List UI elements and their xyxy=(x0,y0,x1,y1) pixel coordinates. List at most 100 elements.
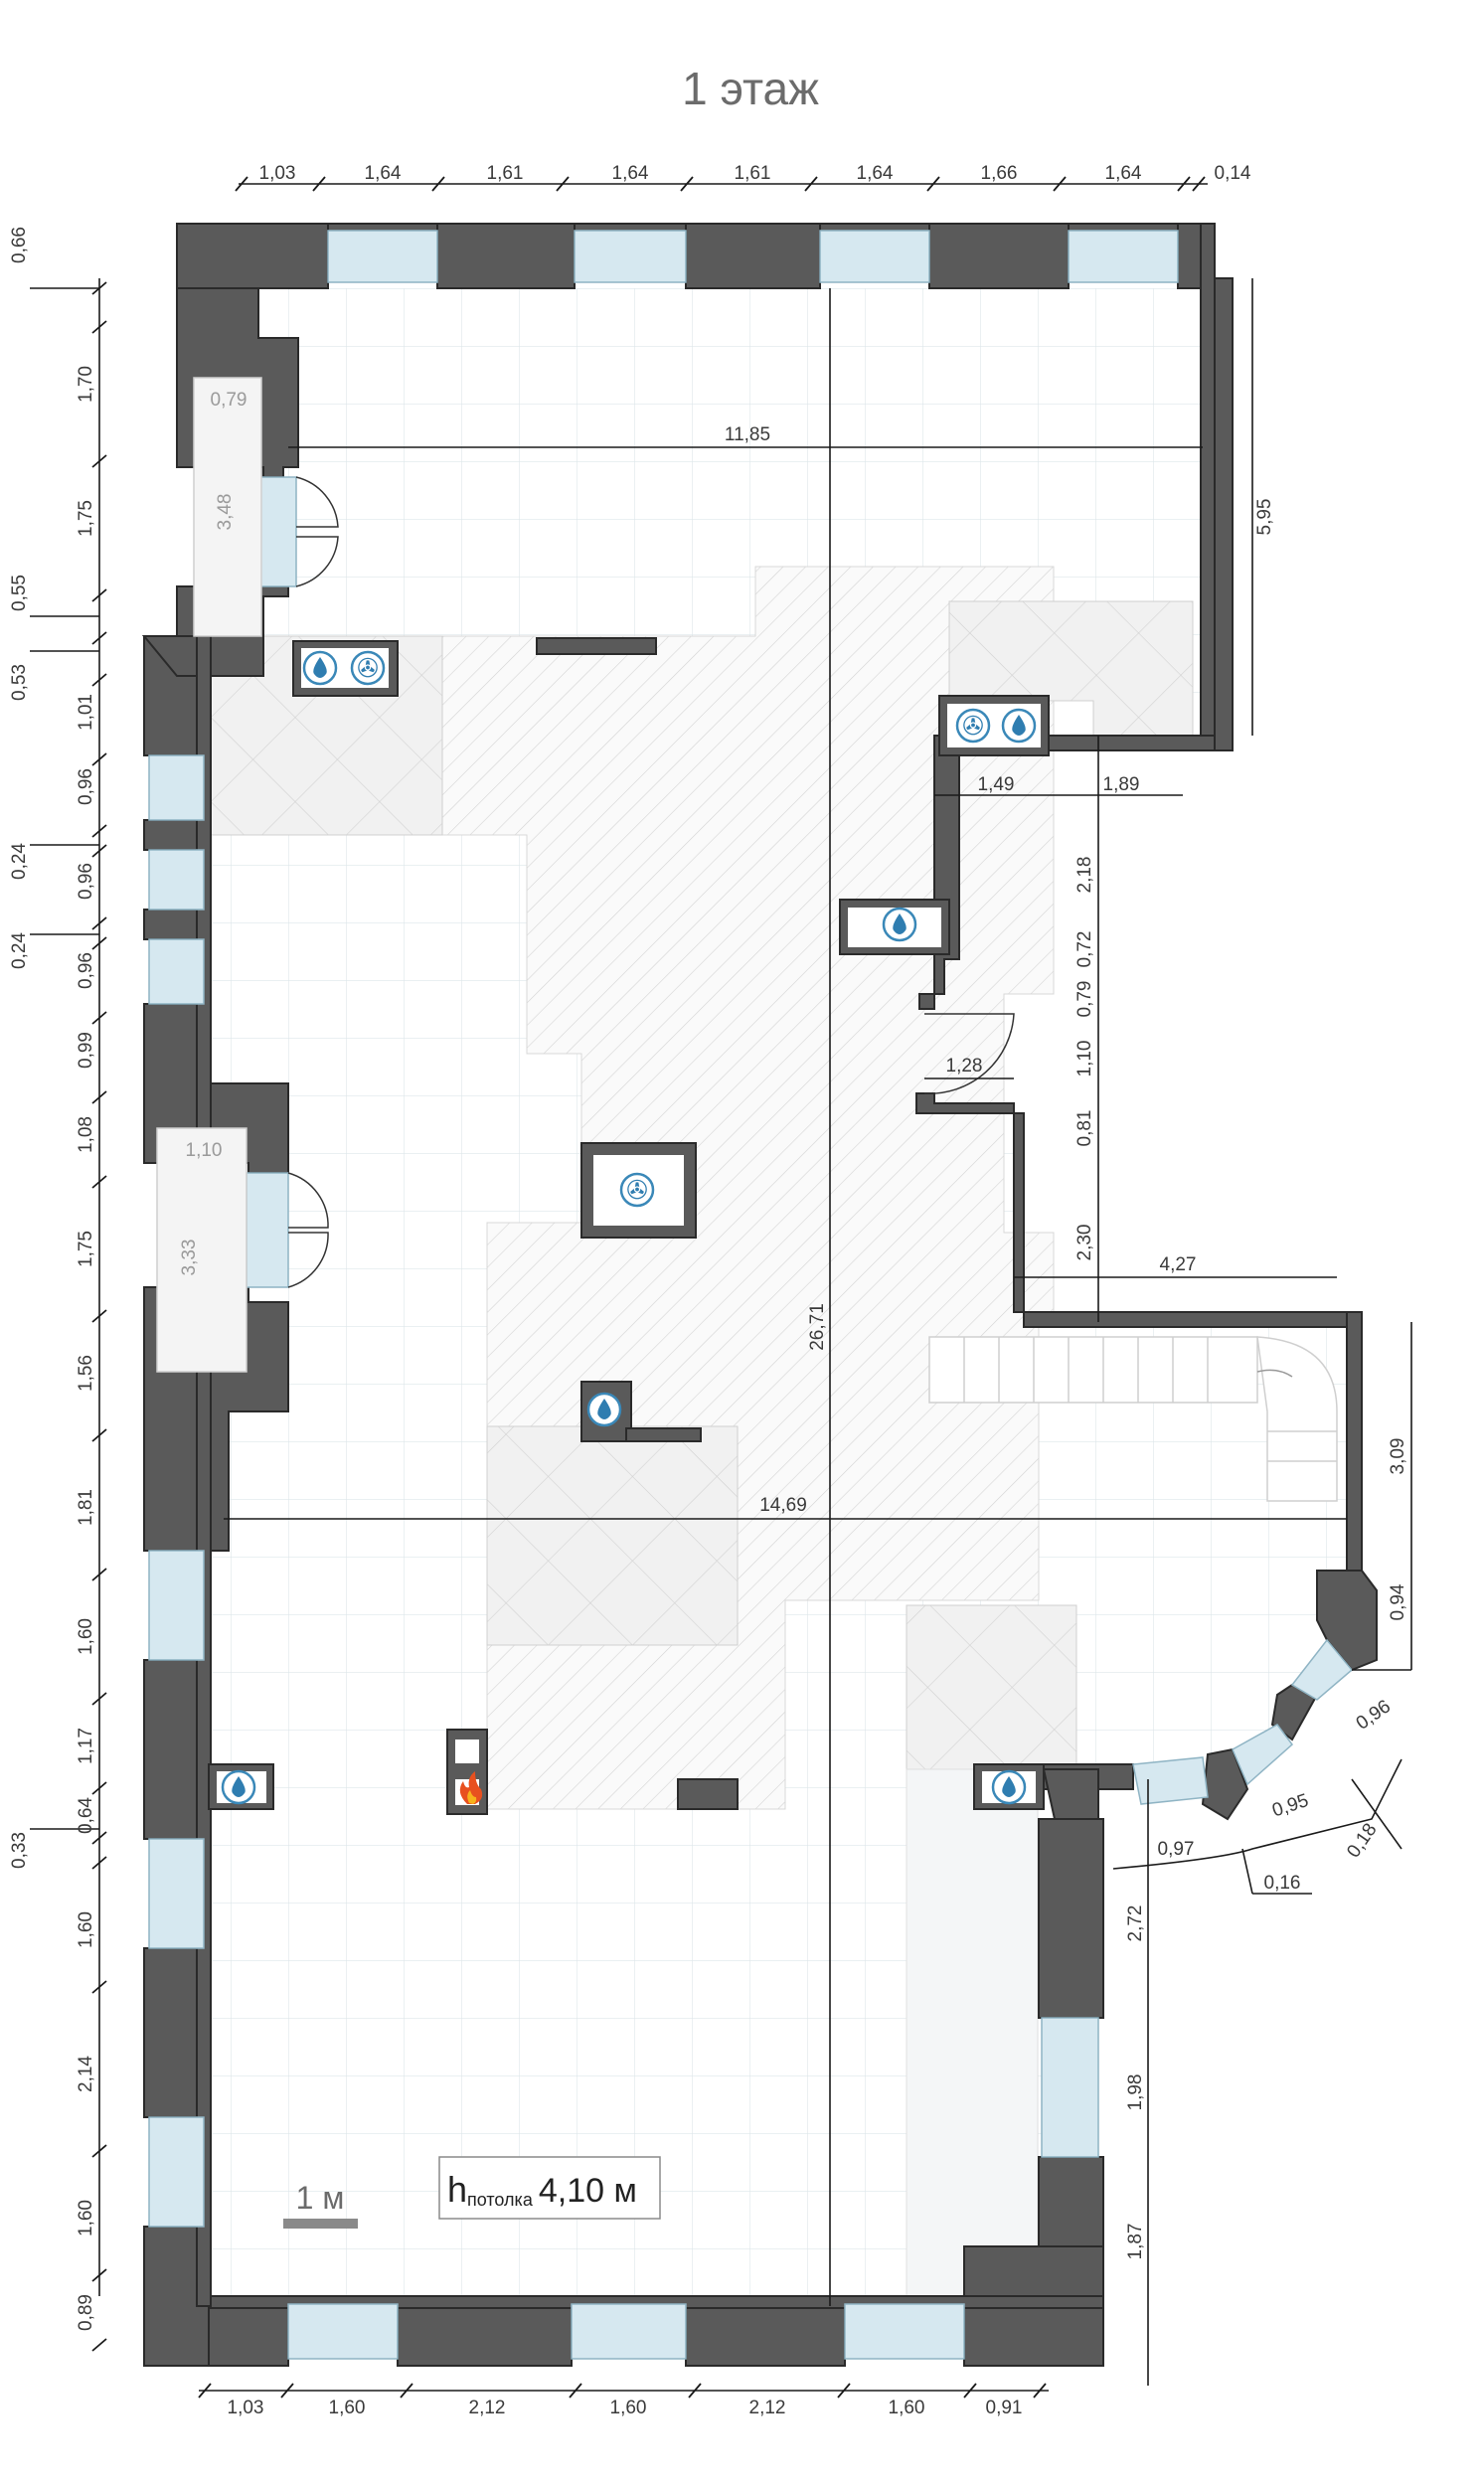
dim-left-20: 1,60 xyxy=(76,1911,96,1948)
dim-top-5: 1,64 xyxy=(857,163,894,184)
dim-bay-018: 0,18 xyxy=(1343,1820,1381,1862)
windows xyxy=(148,230,1354,2360)
water-icon xyxy=(221,1769,256,1805)
dim-top-2: 1,61 xyxy=(487,163,524,184)
dim-bay-097: 0,97 xyxy=(1158,1839,1195,1860)
dim-left-22: 1,60 xyxy=(76,2200,96,2236)
dim-vestibule-mid-h: 3,33 xyxy=(179,1240,200,1276)
dim-left-19: 0,33 xyxy=(9,1832,30,1869)
dim-bay-095: 0,95 xyxy=(1269,1790,1311,1821)
vestibules xyxy=(156,377,262,1373)
water-icon xyxy=(882,907,917,942)
dim-notch-b: 1,89 xyxy=(1103,774,1140,795)
dim-left-6: 0,96 xyxy=(76,768,96,805)
dim-top-6: 1,66 xyxy=(981,163,1018,184)
svg-text:✇: ✇ xyxy=(962,712,984,742)
dim-right-v-2: 0,79 xyxy=(1074,981,1095,1018)
dim-bottom-3: 1,60 xyxy=(610,2398,647,2418)
scale-bar xyxy=(283,2219,358,2229)
dim-left-9: 0,24 xyxy=(9,932,30,969)
dim-notch-a: 1,49 xyxy=(978,774,1015,795)
dim-left-18: 0,64 xyxy=(76,1797,96,1834)
dimension-lines xyxy=(30,176,1412,2399)
water-icon xyxy=(991,1769,1027,1805)
dim-left-14: 1,56 xyxy=(76,1355,96,1392)
dim-height-total: 26,71 xyxy=(807,1303,828,1351)
dim-bottom-0: 1,03 xyxy=(228,2398,264,2418)
dim-bottom-4: 2,12 xyxy=(749,2398,786,2418)
dim-left-11: 0,99 xyxy=(76,1032,96,1069)
water-icon xyxy=(1001,708,1037,744)
fan-icon: ✇ xyxy=(350,650,386,686)
dim-right-v-0: 2,18 xyxy=(1074,857,1095,894)
dim-right-low-1: 1,98 xyxy=(1125,2074,1146,2111)
dim-bottom-1: 1,60 xyxy=(329,2398,366,2418)
dim-left-16: 1,60 xyxy=(76,1618,96,1655)
dim-left-0: 0,66 xyxy=(9,227,30,263)
fan-icon: ✇ xyxy=(619,1172,655,1208)
dim-right-v-1: 0,72 xyxy=(1074,931,1095,968)
fan-icon: ✇ xyxy=(955,708,991,744)
dim-door-w: 1,28 xyxy=(946,1056,983,1077)
dim-right-height-top: 5,95 xyxy=(1254,499,1275,536)
dim-bay-096: 0,96 xyxy=(1353,1696,1395,1734)
light-grid-zone xyxy=(906,1768,1039,2297)
dim-stair-h: 3,09 xyxy=(1388,1438,1408,1475)
dim-vestibule-mid-w: 1,10 xyxy=(186,1140,223,1161)
dim-left-15: 1,81 xyxy=(76,1489,96,1526)
dim-top-0: 1,03 xyxy=(259,163,296,184)
dim-right-v-4: 0,81 xyxy=(1074,1110,1095,1147)
dim-left-10: 0,96 xyxy=(76,952,96,989)
water-icon xyxy=(302,650,338,686)
page-title: 1 этаж xyxy=(682,63,819,114)
dim-top-7: 1,64 xyxy=(1105,163,1142,184)
doors xyxy=(287,476,1015,1288)
left-dimension-labels: 0,66 1,70 1,75 0,55 0,53 1,01 0,96 0,24 … xyxy=(9,227,96,2331)
ceiling-h: h xyxy=(447,2169,467,2210)
dim-left-13: 1,75 xyxy=(76,1231,96,1267)
staircase xyxy=(928,1336,1338,1502)
dim-vestibule-top-h: 3,48 xyxy=(215,494,236,531)
svg-text:✇: ✇ xyxy=(626,1176,648,1206)
svg-text:✇: ✇ xyxy=(357,654,379,684)
dim-left-8: 0,96 xyxy=(76,863,96,900)
dim-left-12: 1,08 xyxy=(76,1116,96,1153)
scale-label: 1 м xyxy=(296,2180,345,2216)
dim-left-2: 1,75 xyxy=(76,500,96,537)
dim-right-low-2: 1,87 xyxy=(1125,2224,1146,2260)
inner-dimension-labels: 11,85 14,69 26,71 5,95 0,79 3,48 1,10 3,… xyxy=(179,390,1408,2259)
crosshatch-zone-center xyxy=(486,1425,739,1646)
dim-vestibule-top-w: 0,79 xyxy=(211,390,247,411)
dim-bay-016: 0,16 xyxy=(1264,1873,1301,1894)
dim-top-4: 1,61 xyxy=(735,163,771,184)
water-icon xyxy=(586,1392,622,1427)
dim-top-1: 1,64 xyxy=(365,163,402,184)
ceiling-box xyxy=(438,2156,661,2220)
dim-left-21: 2,14 xyxy=(76,2056,96,2092)
dim-left-1: 1,70 xyxy=(76,366,96,403)
dim-left-3: 0,55 xyxy=(9,575,30,611)
ceiling-value: 4,10 м xyxy=(539,2172,637,2210)
dim-bay-094: 0,94 xyxy=(1388,1583,1408,1620)
dim-right-v-5: 2,30 xyxy=(1074,1225,1095,1261)
fire-icon xyxy=(459,1771,483,1804)
dim-corridor-w: 4,27 xyxy=(1160,1254,1197,1275)
dim-width-mid: 14,69 xyxy=(759,1495,807,1516)
dim-top-3: 1,64 xyxy=(612,163,649,184)
dim-bottom-2: 2,12 xyxy=(469,2398,506,2418)
dim-top-8: 0,14 xyxy=(1215,163,1251,184)
dim-right-v-3: 1,10 xyxy=(1074,1041,1095,1077)
dim-left-7: 0,24 xyxy=(9,843,30,880)
ceiling-sub: потолка xyxy=(467,2190,534,2210)
dim-left-5: 1,01 xyxy=(76,694,96,731)
dim-right-low-0: 2,72 xyxy=(1125,1905,1146,1942)
dim-bottom-6: 0,91 xyxy=(986,2398,1023,2418)
dim-width-top: 11,85 xyxy=(725,424,770,445)
dim-left-4: 0,53 xyxy=(9,664,30,701)
dim-left-23: 0,89 xyxy=(76,2294,96,2331)
dim-bottom-5: 1,60 xyxy=(889,2398,925,2418)
crosshatch-zone-lower xyxy=(906,1604,1077,1770)
dimension-labels: 1,03 1,64 1,61 1,64 1,61 1,64 1,66 1,64 … xyxy=(228,163,1251,2418)
